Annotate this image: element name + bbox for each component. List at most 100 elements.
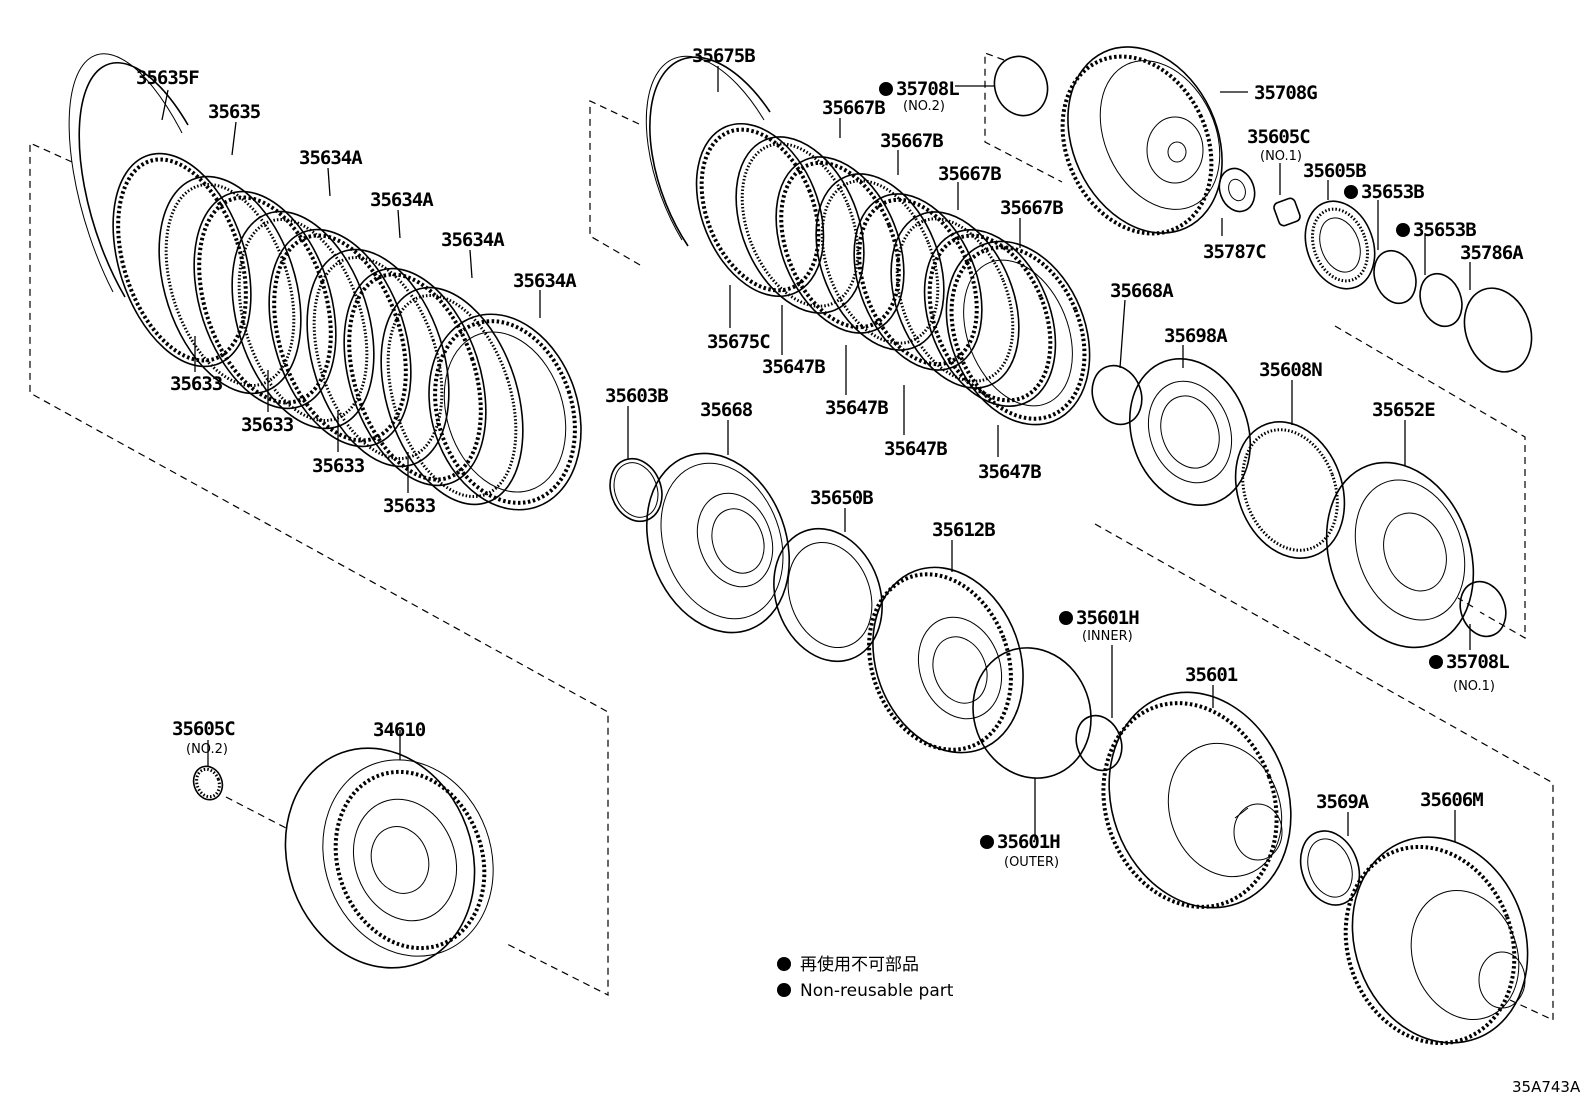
part-label-35650B: 35650B: [810, 487, 873, 509]
middle-clutch-pack: [645, 55, 1091, 426]
part-label-35647B-2: 35647B: [825, 397, 888, 419]
part-label-35668A: 35668A: [1110, 280, 1174, 302]
part-label-35612B: 35612B: [932, 519, 995, 541]
bottom-left-parts: [192, 747, 494, 969]
plate-35647B-4: [945, 240, 1091, 426]
nonreusable-dot-35708L-no1: [1429, 655, 1443, 669]
legend: 再使用不可部品 Non-reusable part: [777, 954, 954, 1001]
plate-35635: [112, 152, 252, 368]
part-label-35667B-1: 35667B: [822, 97, 885, 119]
retainer-35698A: [1128, 357, 1252, 507]
part-label-35605C-no1: 35605C: [1247, 126, 1310, 148]
part-label-35787C: 35787C: [1203, 241, 1266, 263]
seal-ring-35653B-1: [1373, 249, 1417, 305]
part-label-35605C-no2: 35605C: [172, 718, 235, 740]
o-ring-35708L-no2: [993, 55, 1049, 117]
part-label-34610: 34610: [373, 719, 426, 741]
assembly-boundaries: [29, 52, 1554, 1021]
part-label-35675B: 35675B: [692, 45, 755, 67]
part-label-35675C: 35675C: [707, 331, 770, 353]
part-note-inner: (INNER): [1082, 629, 1133, 644]
o-ring-35601H-outer: [972, 647, 1092, 779]
diagram-code: 35A743A: [1512, 1078, 1581, 1096]
plate-35647B-1: [775, 156, 905, 334]
washer-35787C: [1218, 167, 1256, 213]
disc-35667B-3: [890, 211, 1020, 389]
disc-35633-3: [306, 248, 450, 468]
legend-japanese: 再使用不可部品: [800, 954, 919, 975]
piston-35652E: [1325, 461, 1475, 649]
leader-lines: [161, 66, 1471, 842]
part-label-35668: 35668: [700, 399, 753, 421]
drum-35708G: [1067, 46, 1223, 234]
part-label-35634A-4: 35634A: [513, 270, 577, 292]
snap-ring-35635F: [78, 61, 189, 298]
nonreusable-dot-35601H-inner: [1059, 611, 1073, 625]
bushing-35605C-no2: [192, 765, 224, 801]
part-label-35708L-no2: 35708L: [896, 78, 959, 100]
part-label-35633-1: 35633: [170, 373, 223, 395]
center-right-parts: [1091, 357, 1507, 649]
plate-35634A-4: [428, 313, 582, 511]
nonreusable-dot-35653B-1: [1344, 185, 1358, 199]
part-label-35667B-2: 35667B: [880, 130, 943, 152]
lower-right-parts: [1101, 691, 1529, 1046]
part-note-no1-b: (NO.1): [1453, 679, 1495, 694]
part-label-35653B-1: 35653B: [1361, 181, 1424, 203]
part-label-3569A: 3569A: [1316, 791, 1370, 813]
snap-ring-35668A: [1091, 364, 1143, 426]
plate-35647B-3: [923, 228, 1057, 408]
part-label-35633-2: 35633: [241, 414, 294, 436]
nonreusable-dot-35653B-2: [1396, 223, 1410, 237]
part-label-35708L-no1: 35708L: [1446, 651, 1509, 673]
retainer-35668: [645, 452, 791, 634]
part-label-35601: 35601: [1185, 664, 1238, 686]
part-label-35698A: 35698A: [1164, 325, 1228, 347]
part-label-35603B: 35603B: [605, 385, 668, 407]
bearing-35605B: [1304, 200, 1376, 290]
disc-35667B-1: [735, 136, 865, 314]
part-label-35647B-1: 35647B: [762, 356, 825, 378]
snap-ring-35675B: [649, 56, 771, 247]
plate-35634A-1: [193, 190, 337, 410]
part-label-35653B-2: 35653B: [1413, 219, 1476, 241]
gear-35601: [1108, 691, 1292, 909]
part-label-35606M: 35606M: [1420, 789, 1483, 811]
disc-35633-1: [158, 175, 302, 395]
part-label-35652E: 35652E: [1372, 399, 1435, 421]
part-label-35708G: 35708G: [1254, 82, 1317, 104]
part-label-35786A: 35786A: [1460, 242, 1524, 264]
part-label-35605B: 35605B: [1303, 160, 1366, 182]
part-label-35647B-4: 35647B: [978, 461, 1041, 483]
part-label-35635: 35635: [208, 101, 261, 123]
plate-35647B-2: [853, 193, 983, 371]
part-label-35635F: 35635F: [136, 67, 199, 89]
drum-34610: [284, 747, 476, 969]
part-note-no2-b: (NO.2): [186, 742, 228, 757]
spring-35650B: [773, 527, 883, 663]
legend-dot-en: [777, 983, 791, 997]
part-label-35634A-3: 35634A: [441, 229, 505, 251]
part-label-35634A-2: 35634A: [370, 189, 434, 211]
nonreusable-dot-35708L-no2: [879, 82, 893, 96]
legend-dot-jp: [777, 957, 791, 971]
left-clutch-pack: [68, 53, 582, 511]
part-note-outer: (OUTER): [1004, 855, 1059, 870]
part-note-no2-a: (NO.2): [903, 99, 945, 114]
disc-35633-4: [380, 286, 524, 506]
o-ring-35708L-no1: [1459, 580, 1507, 638]
plate-35634A-3: [343, 267, 487, 487]
part-label-35633-3: 35633: [312, 455, 365, 477]
drum-35612B: [872, 566, 1024, 754]
upper-right-parts: [993, 46, 1533, 373]
o-ring-35601H-inner: [1075, 714, 1123, 772]
part-note-no1-a: (NO.1): [1260, 149, 1302, 164]
nonreusable-dot-35601H-outer: [980, 835, 994, 849]
disc-35667B-2: [815, 173, 945, 351]
lower-middle-parts: [609, 452, 1123, 779]
part-label-35634A-1: 35634A: [299, 147, 363, 169]
part-labels: 35635F 35635 35634A 35634A 35634A 35634A…: [136, 45, 1525, 870]
plate-35634A-2: [268, 228, 412, 448]
part-label-35601H-inner: 35601H: [1076, 607, 1139, 629]
